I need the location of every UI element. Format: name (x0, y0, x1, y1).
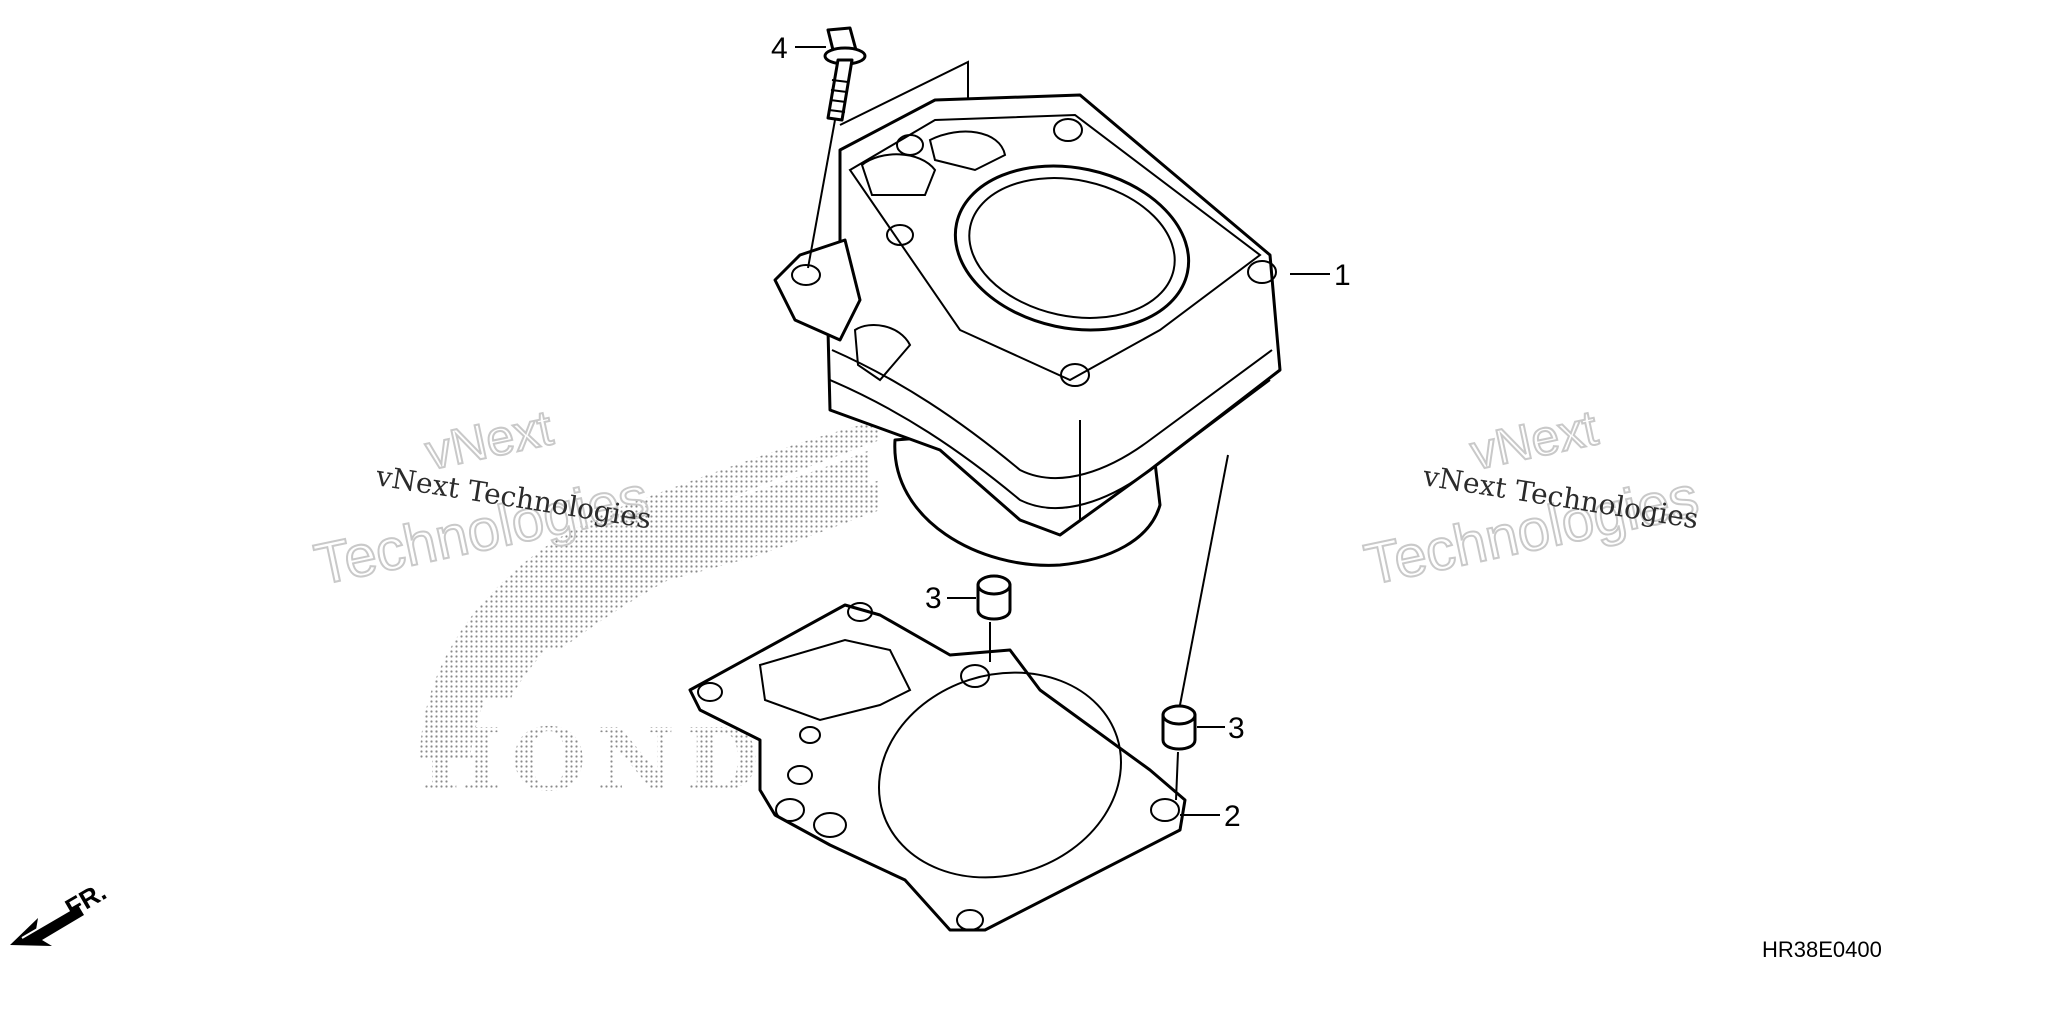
diagram-code: HR38E0400 (1762, 937, 1882, 962)
leader-lines (795, 46, 1330, 816)
callout-4: 4 (771, 32, 788, 65)
callout-2: 2 (1224, 800, 1241, 833)
callout-1: 1 (1334, 259, 1351, 292)
callout-3-upper: 3 (925, 582, 942, 615)
front-direction-arrow: FR. (10, 876, 111, 946)
dowel-pin-part[interactable] (976, 574, 1012, 662)
watermark-right: vNext Technologies vNext Technologies (1358, 398, 1705, 598)
cylinder-part[interactable] (773, 60, 1282, 567)
cylinder-gasket-part[interactable] (688, 602, 1187, 932)
honda-wing-logo: HONDA (420, 420, 880, 811)
flange-bolt-part[interactable] (823, 26, 867, 122)
dowel-pin-part[interactable] (1161, 704, 1197, 801)
callout-3-lower: 3 (1228, 712, 1245, 745)
